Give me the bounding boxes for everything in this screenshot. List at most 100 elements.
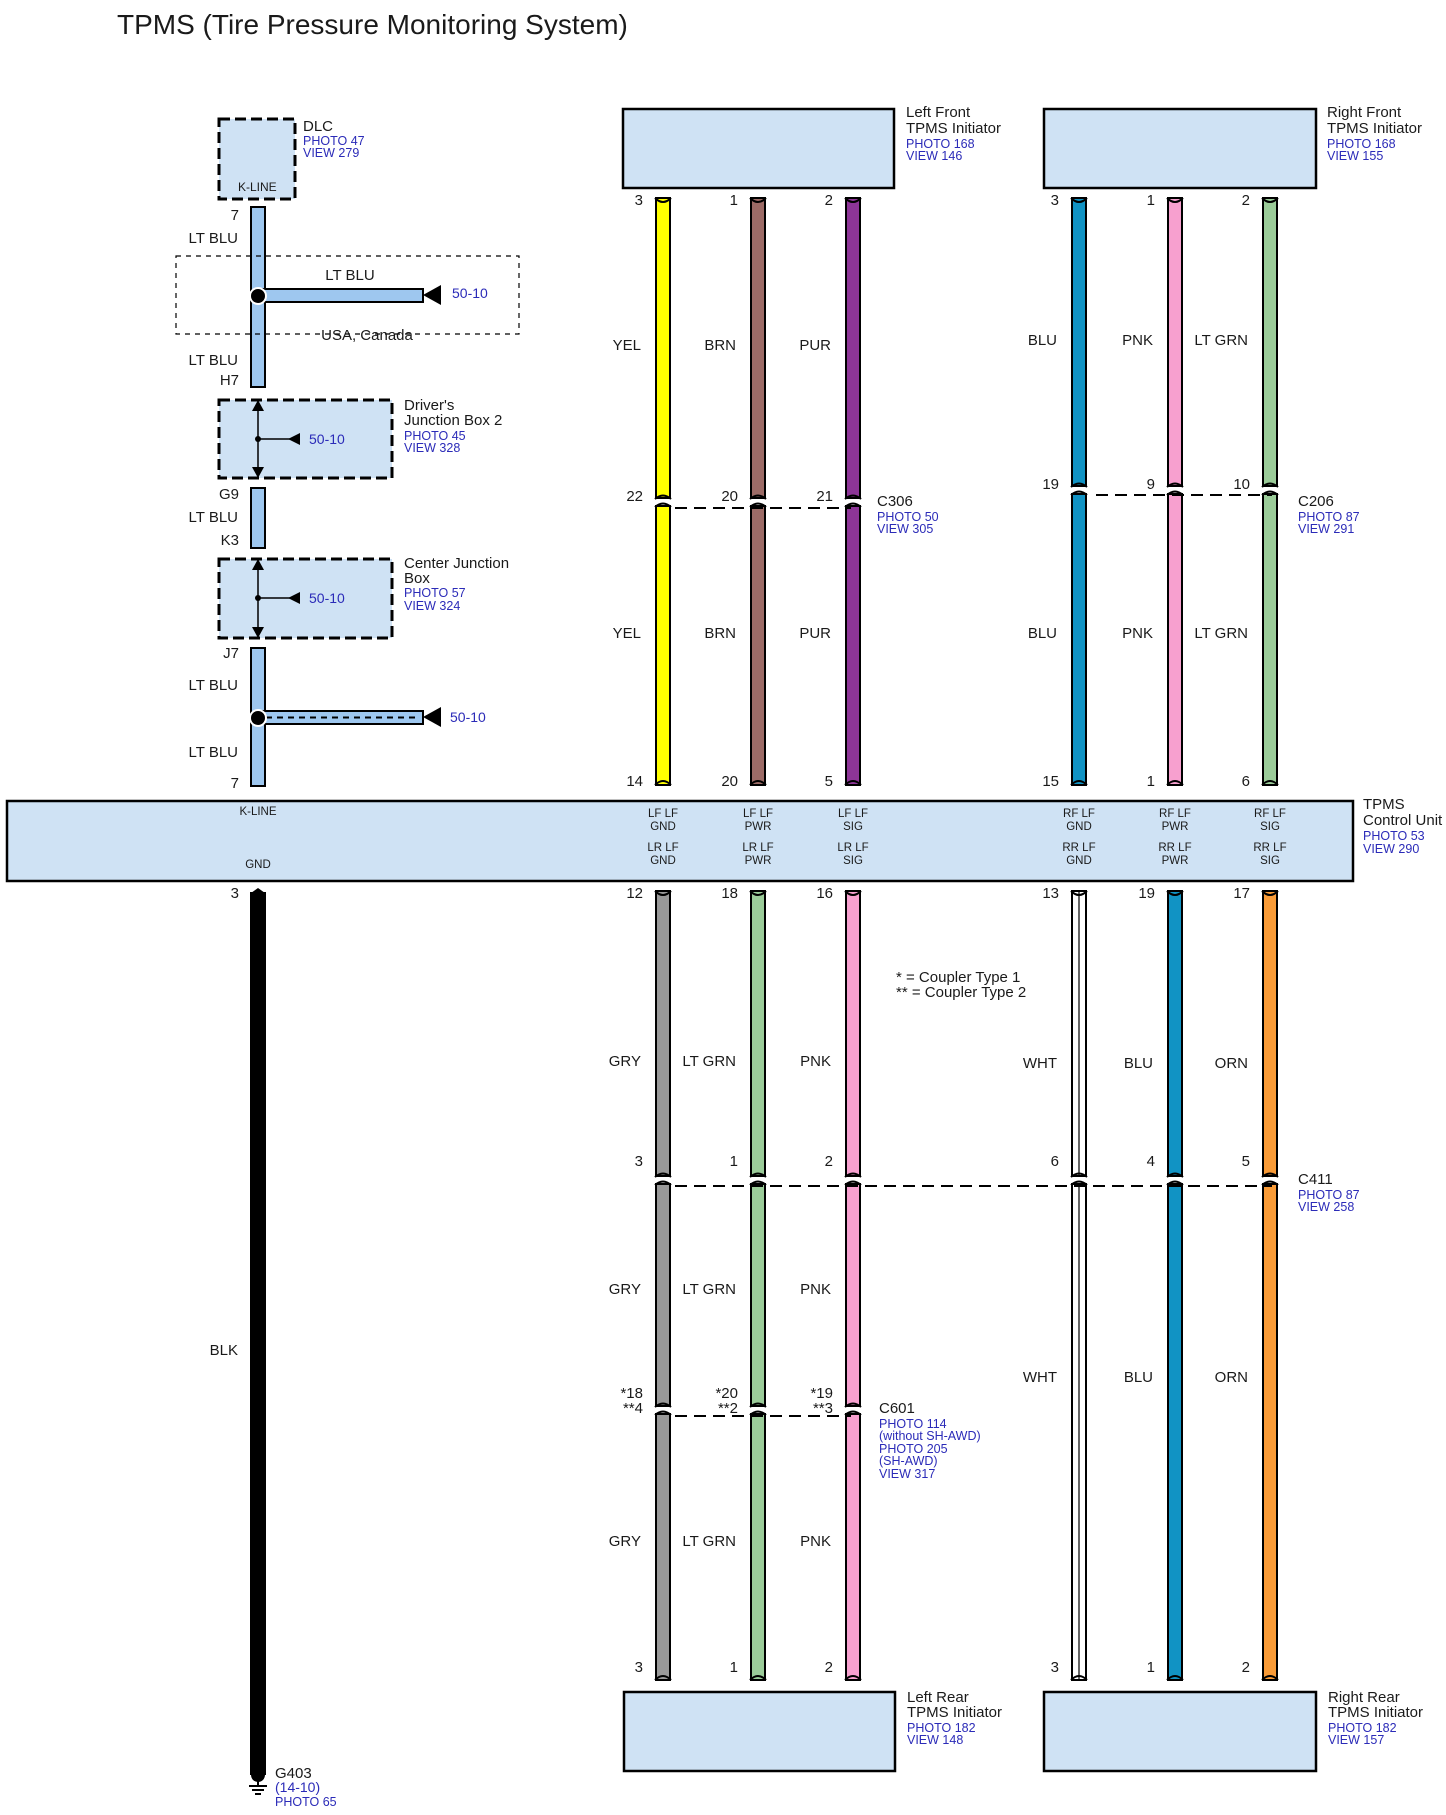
rf-initiator-name-2: TPMS Initiator (1327, 120, 1422, 137)
lr-sig-c411-pin: 2 (825, 1153, 833, 1170)
lr-initiator-view: VIEW 148 (907, 1733, 963, 1747)
ground-circuit: 3 BLK G403 (14-10) PHOTO 65 (210, 885, 337, 1809)
rr-initiator-view: VIEW 157 (1328, 1733, 1384, 1747)
lr-pwr-unit-pin-cap (749, 890, 767, 896)
rr-sig-unit-pin-cap (1261, 890, 1279, 896)
kline-wire-3-color: LT BLU (189, 509, 238, 526)
lf-sig-wire-bottom (845, 505, 861, 786)
cjb-arrow-down-icon (252, 627, 264, 638)
rf-initiator-box (1042, 107, 1318, 190)
lf-initiator-box (621, 107, 896, 190)
djb-ref[interactable]: 50-10 (309, 431, 345, 447)
rr-pwr-init-pin: 1 (1147, 1659, 1155, 1676)
cjb-ref-arrow-icon[interactable] (288, 592, 300, 604)
unit-gnd-pin: 3 (231, 885, 239, 902)
unit-name-1: TPMS (1363, 796, 1405, 813)
rr-sig-unit-label-a: RR LF (1253, 842, 1286, 854)
rr-initiator-photo: PHOTO 182 (1328, 1721, 1397, 1735)
lf-sig-unit-pin-cap (844, 780, 862, 786)
kline-wire-2-color: LT BLU (189, 352, 238, 369)
rr-gnd-init-pin: 3 (1051, 1659, 1059, 1676)
lr-gnd-unit-label-b: GND (650, 855, 676, 867)
c601-photo-1: PHOTO 114 (879, 1417, 947, 1431)
cjb-ref[interactable]: 50-10 (309, 590, 345, 606)
lf-pwr-unit-label-b: PWR (745, 821, 772, 833)
ground-pin-cap (251, 888, 265, 893)
lr-gnd-wire-2-color: GRY (609, 1281, 641, 1298)
djb-name-2: Junction Box 2 (404, 412, 502, 429)
branch2-arrow-icon[interactable] (423, 707, 441, 727)
lf-pwr-wire-bottom-color: BRN (704, 625, 736, 642)
lf-sig-connector-bottom (844, 502, 862, 508)
rr-pwr-wire-1 (1167, 890, 1183, 1177)
lr-pwr-wire-2-color: LT GRN (682, 1281, 736, 1298)
lr-pwr-c601-connector-top (749, 1402, 767, 1408)
ground-wire (250, 892, 266, 1775)
rf-gnd-connector-bottom (1070, 490, 1088, 496)
rf-pwr-unit-label-a: RF LF (1159, 808, 1191, 820)
rf-sig-unit-pin-cap (1261, 780, 1279, 786)
rf-pwr-wire-bottom-color: PNK (1122, 625, 1153, 642)
lf-pwr-unit-pin: 20 (721, 773, 738, 790)
lf-initiator-photo: PHOTO 168 (906, 137, 975, 151)
rr-sig-init-pin: 2 (1242, 1659, 1250, 1676)
unit-photo: PHOTO 53 (1363, 829, 1425, 843)
drivers-junction-box (217, 398, 394, 480)
rf-sig-connector-top (1261, 482, 1279, 488)
rf-sig-init-pin-cap (1261, 197, 1279, 203)
lr-sig-wire-1 (845, 890, 861, 1177)
unit-view: VIEW 290 (1363, 842, 1419, 856)
lr-sig-unit-label-b: SIG (843, 855, 863, 867)
branch-ref[interactable]: 50-10 (452, 285, 488, 301)
rf-gnd-conn-pin: 19 (1042, 476, 1059, 493)
center-junction-box (217, 557, 394, 640)
ground-name: G403 (275, 1765, 312, 1782)
lr-gnd-c411-connector-top (654, 1172, 672, 1178)
rr-pwr-unit-label-a: RR LF (1158, 842, 1191, 854)
page-title: TPMS (Tire Pressure Monitoring System) (117, 9, 628, 40)
djb-ref-arrow-icon[interactable] (288, 433, 300, 445)
rf-sig-unit-pin: 6 (1242, 773, 1250, 790)
lr-sig-wire-3 (845, 1413, 861, 1681)
lf-initiator-name-1: Left Front (906, 104, 971, 121)
front-connectors: C306 PHOTO 50 VIEW 305 C206 PHOTO 87 VIE… (675, 493, 1360, 536)
rr-initiator-name-2: TPMS Initiator (1328, 1704, 1423, 1721)
lr-pwr-init-pin-cap (749, 1675, 767, 1681)
kline-wire-4-color: LT BLU (189, 677, 238, 694)
rr-pwr-unit-pin: 19 (1138, 885, 1155, 902)
pin-k3: K3 (221, 532, 239, 549)
rr-pwr-wire-2-color: BLU (1124, 1369, 1153, 1386)
rr-sig-wire-1-color: ORN (1215, 1055, 1248, 1072)
rr-gnd-wire-2-color: WHT (1023, 1369, 1057, 1386)
lf-gnd-init-pin: 3 (635, 192, 643, 209)
lf-sig-unit-label-b: SIG (843, 821, 863, 833)
rr-pwr-wire-2 (1167, 1183, 1183, 1681)
lf-gnd-connector-bottom (654, 502, 672, 508)
branch2-ref[interactable]: 50-10 (450, 709, 486, 725)
lf-gnd-wire-top (655, 197, 671, 499)
rr-gnd-wire-1-color: WHT (1023, 1055, 1057, 1072)
lr-pwr-wire-1-color: LT GRN (682, 1053, 736, 1070)
lr-gnd-unit-label-a: LR LF (647, 842, 678, 854)
lr-pwr-wire-2 (750, 1183, 766, 1407)
rr-sig-c411-connector-top (1261, 1172, 1279, 1178)
branch-arrow-icon[interactable] (423, 285, 441, 305)
ground-photo: PHOTO 65 (275, 1795, 337, 1809)
c601-photo-2: PHOTO 205 (879, 1442, 948, 1456)
c206-photo: PHOTO 87 (1298, 510, 1360, 524)
rf-sig-wire-top-color: LT GRN (1194, 332, 1248, 349)
ground-ref[interactable]: (14-10) (275, 1779, 320, 1795)
unit-name-2: Control Unit (1363, 812, 1443, 829)
rf-gnd-wire-bottom-color: BLU (1028, 625, 1057, 642)
lf-sig-init-pin: 2 (825, 192, 833, 209)
lf-gnd-init-pin-cap (654, 197, 672, 203)
lr-pwr-unit-label-b: PWR (745, 855, 772, 867)
lr-pwr-init-pin: 1 (730, 1659, 738, 1676)
lf-sig-wire-top (845, 197, 861, 499)
tpms-unit-box (5, 799, 1355, 883)
lf-pwr-wire-top (750, 197, 766, 499)
lr-pwr-c601-pin-a: *20 (715, 1385, 738, 1402)
rr-sig-unit-label-b: SIG (1260, 855, 1280, 867)
lf-pwr-init-pin: 1 (730, 192, 738, 209)
